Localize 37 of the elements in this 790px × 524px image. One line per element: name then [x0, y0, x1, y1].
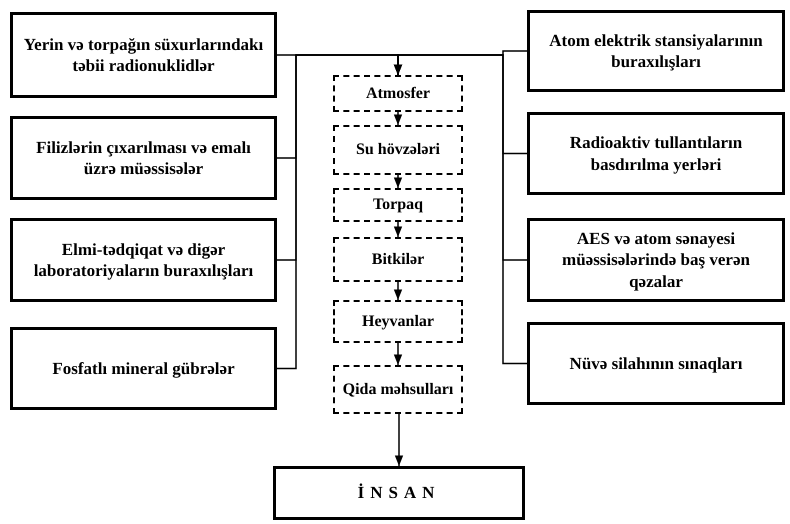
box-text: İNSAN	[358, 482, 440, 504]
box-text: Heyvanlar	[362, 312, 434, 332]
source-box	[527, 10, 785, 92]
box-text: Atom elektrik stansiyalarının buraxılışları	[548, 30, 764, 72]
box-text: Yerin və torpağın süxurlarındakı təbii radionuklidlər	[22, 34, 264, 76]
source-box	[527, 322, 785, 405]
source-box	[10, 12, 277, 98]
stage-box	[333, 237, 463, 282]
box-text: AES və atom sənayesi müəssisələrində baş verən qəzalar	[561, 228, 751, 292]
box-text: Torpaq	[372, 195, 424, 215]
arrow	[394, 222, 402, 237]
source-box	[527, 218, 785, 302]
stage-box	[333, 300, 463, 343]
box-text: Nüvə silahının sınaqları	[570, 352, 742, 374]
source-box	[10, 218, 277, 302]
arrow	[394, 282, 402, 300]
box-text: Su hövzələri	[356, 140, 440, 160]
stage-box	[333, 75, 463, 112]
arrow	[394, 54, 527, 364]
source-box	[10, 116, 277, 200]
stage-box	[333, 188, 463, 222]
box-text: Radioaktiv tullantıların basdırılma yerləri	[568, 132, 744, 175]
box-text: Bitkilər	[372, 250, 424, 270]
source-box	[10, 327, 277, 410]
box-text: Qida məhsulları	[342, 380, 454, 400]
stage-box	[333, 365, 463, 414]
box-text: Elmi-tədqiqat və digər laboratoriyaların buraxılışları	[32, 238, 254, 282]
source-box	[527, 112, 785, 195]
box-text: Atmosfer	[366, 84, 430, 104]
box-text: Fosfatlı mineral gübrələr	[52, 358, 235, 380]
arrow	[394, 414, 404, 466]
arrow	[394, 175, 402, 188]
arrow	[394, 343, 402, 365]
arrow	[394, 112, 402, 125]
target-box	[273, 466, 525, 520]
stage-box	[333, 125, 463, 175]
box-text: Filizlərin çıxarılması və emalı üzrə müəssisələr	[35, 136, 252, 180]
